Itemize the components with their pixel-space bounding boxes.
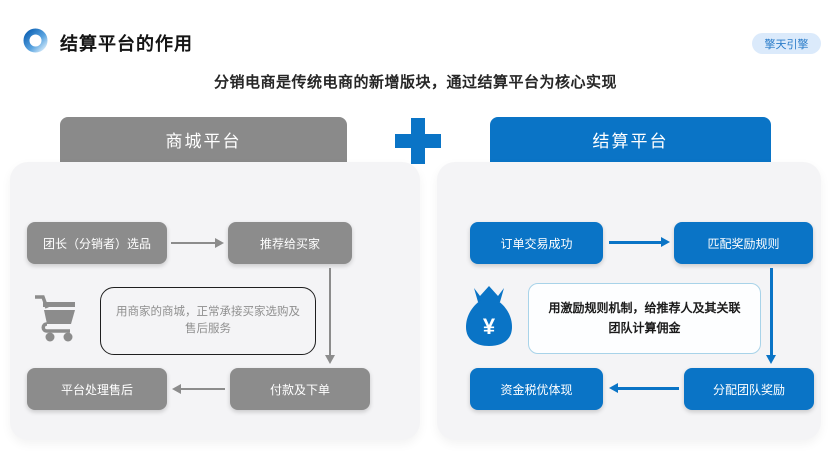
plus-icon	[395, 118, 441, 164]
arrow-left-icon	[609, 382, 679, 394]
page-title: 结算平台的作用	[60, 34, 193, 54]
flow-box-leader-select: 团长（分销者）选品	[27, 222, 167, 264]
mall-note-box: 用商家的商城，正常承接买家选购及售后服务	[100, 287, 316, 355]
flow-box-platform-aftersale: 平台处理售后	[27, 368, 167, 410]
flow-box-recommend-buyer: 推荐给买家	[228, 222, 352, 264]
flow-box-match-rules: 匹配奖励规则	[674, 222, 813, 264]
ring-logo-icon	[23, 28, 48, 53]
yuan-symbol: ¥	[483, 314, 496, 339]
arrow-right-icon	[609, 236, 670, 248]
arrow-left-icon	[172, 383, 225, 395]
arrow-down-icon	[324, 268, 336, 364]
mall-platform-header: 商城平台	[60, 117, 347, 162]
flow-box-order-success: 订单交易成功	[470, 222, 603, 264]
settlement-platform-header: 结算平台	[490, 117, 771, 162]
brand-badge: 擎天引擎	[752, 33, 821, 54]
shopping-cart-icon	[30, 291, 80, 345]
slide-subtitle: 分销电商是传统电商的新增版块，通过结算平台为核心实现	[213, 74, 617, 91]
arrow-right-icon	[171, 237, 224, 249]
flow-box-tax-withdraw: 资金税优体现	[470, 368, 603, 410]
settlement-note-box: 用激励规则机制，给推荐人及其关联团队计算佣金	[528, 283, 761, 354]
flow-box-team-reward: 分配团队奖励	[684, 368, 814, 410]
money-bag-icon: ¥	[465, 285, 515, 349]
flow-box-pay-order: 付款及下单	[230, 368, 370, 410]
arrow-down-icon	[765, 268, 777, 364]
